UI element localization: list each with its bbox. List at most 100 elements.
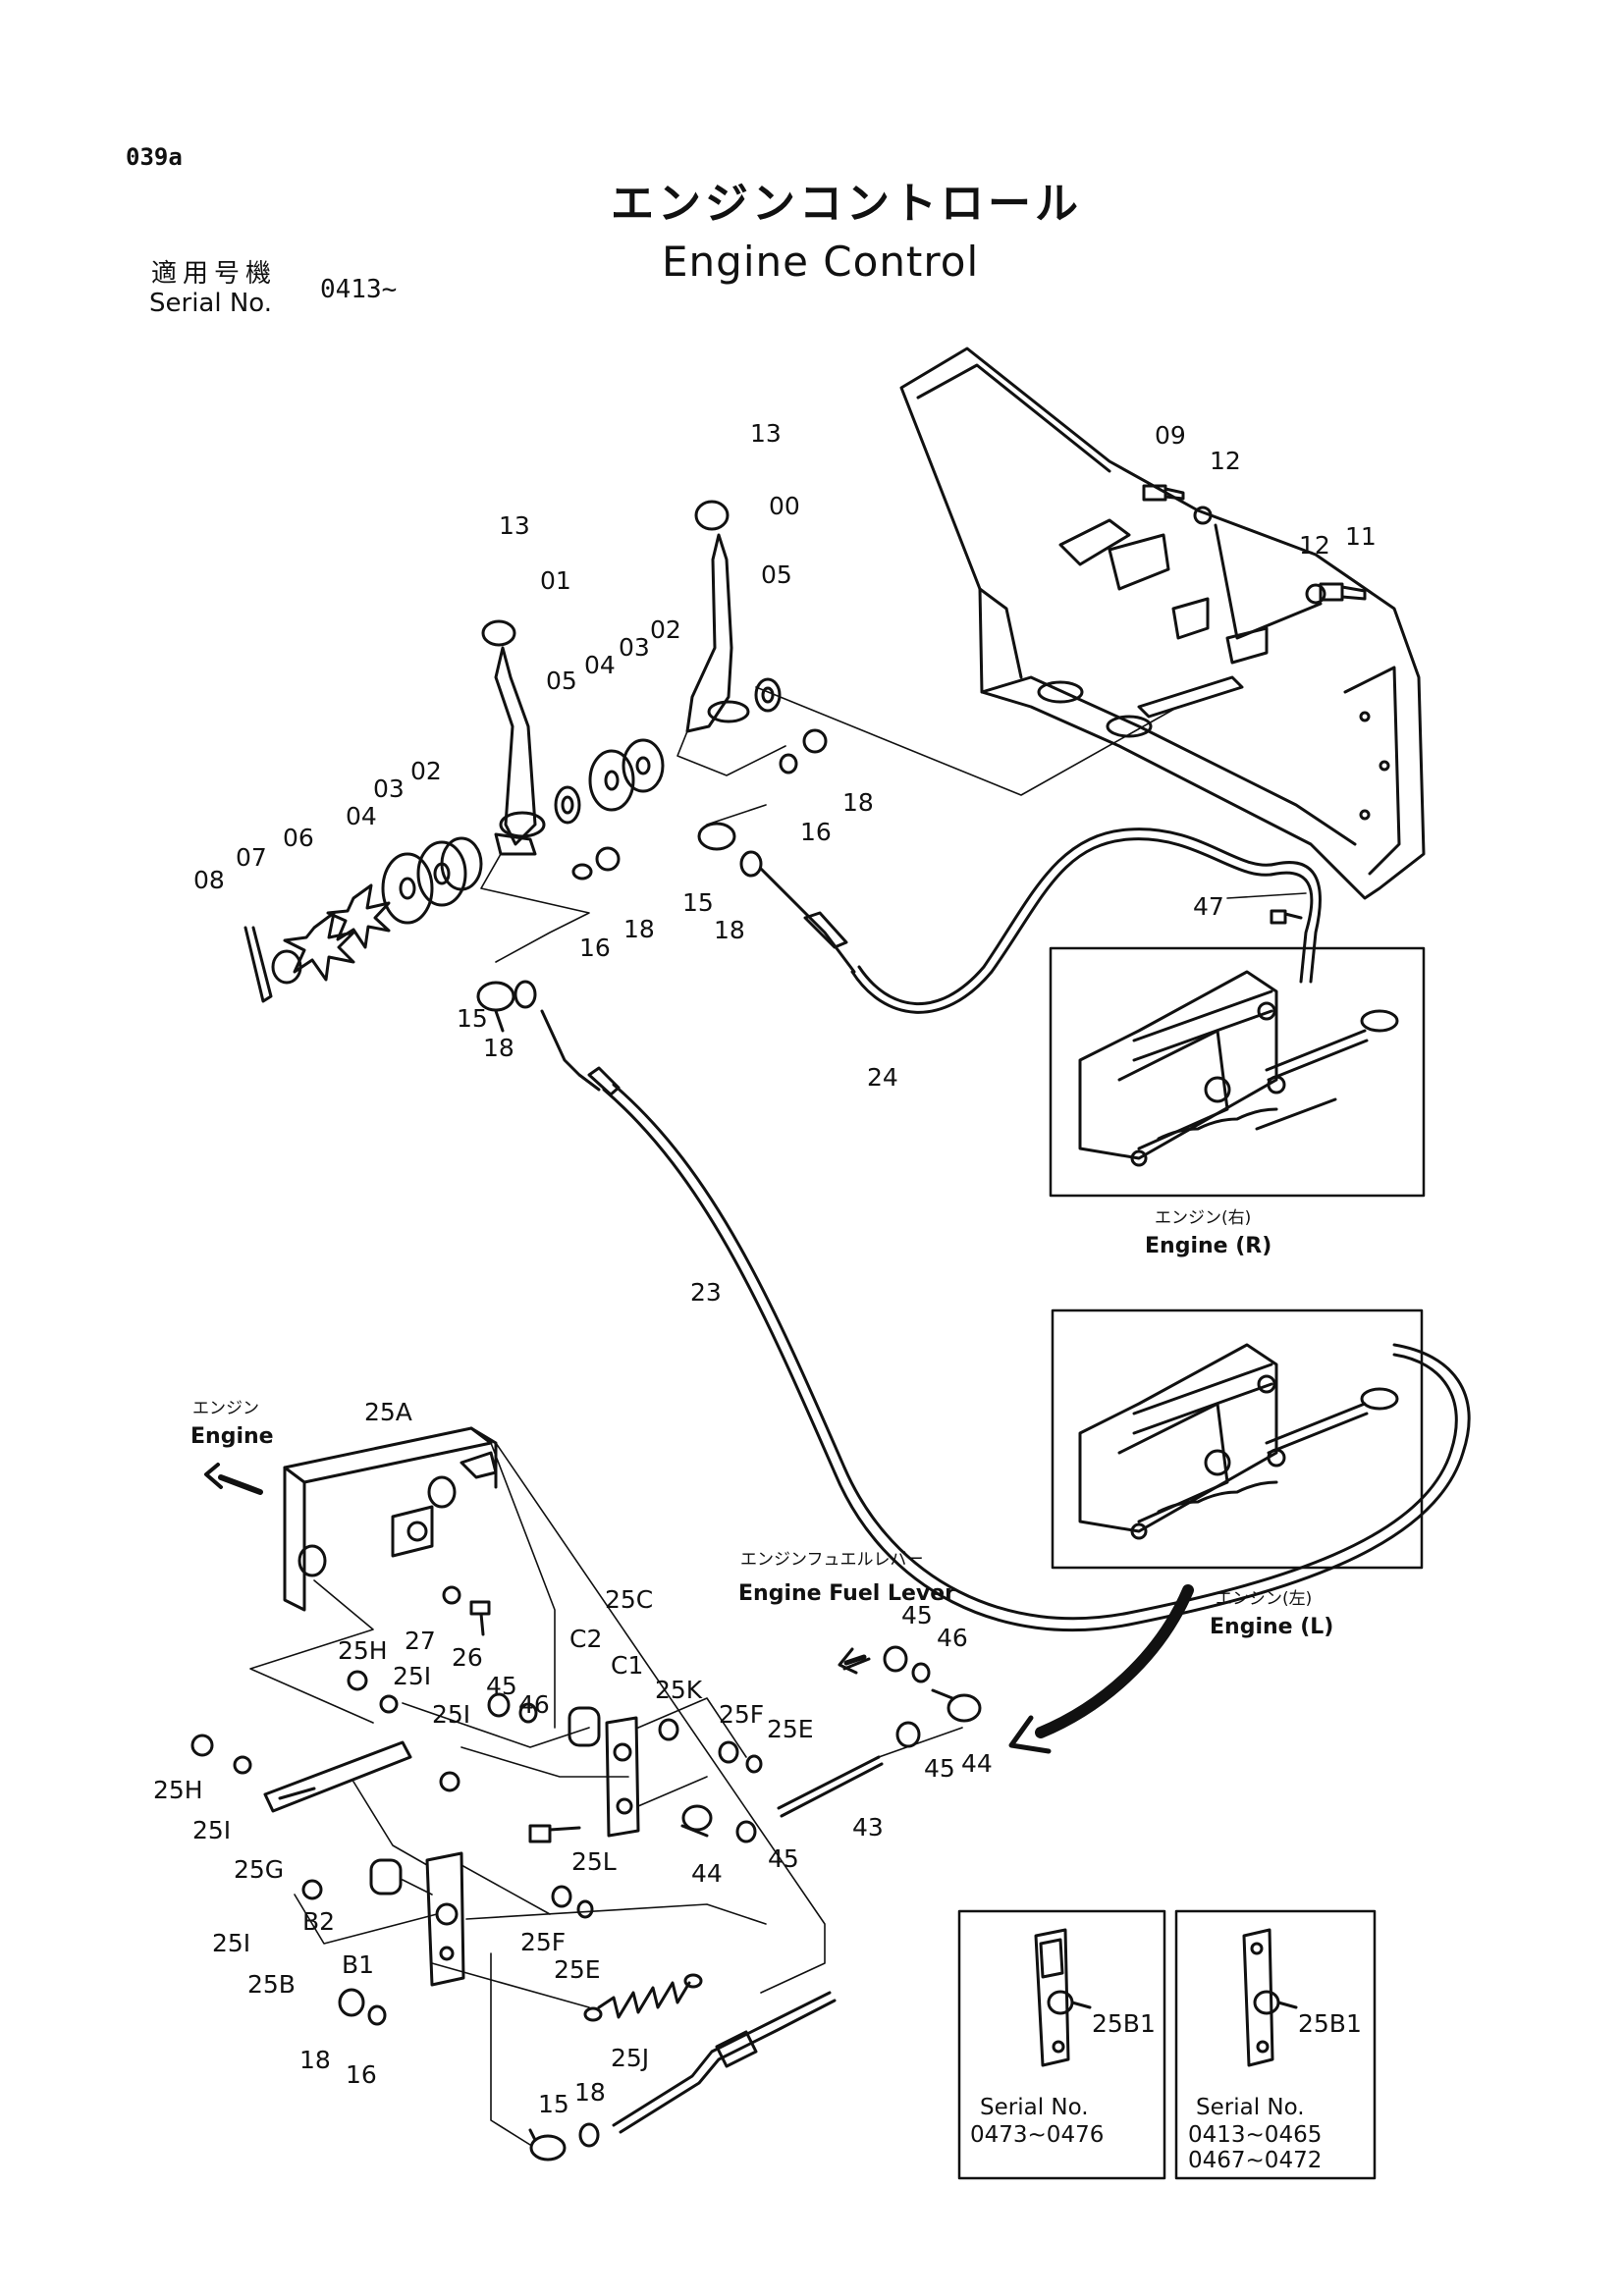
bushing-C2 (568, 1706, 601, 1747)
part-label: 45 (486, 1672, 517, 1700)
nut-18-left-b (595, 846, 621, 872)
part-label: 16 (346, 2060, 377, 2089)
lever-00 (685, 500, 750, 733)
part-label: 09 (1155, 421, 1186, 450)
part-label: 25B (247, 1970, 296, 1999)
inset-engine-r (1049, 946, 1426, 1198)
part-label: 25I (192, 1816, 231, 1844)
inset-engine-l (1051, 1308, 1424, 1570)
part-label: 25A (364, 1398, 412, 1426)
inset-b-serial-range-2: 0467~0472 (1188, 2148, 1322, 2173)
clip-25E-upper (745, 1754, 763, 1774)
nut-12a (1193, 506, 1213, 525)
part-label: 02 (410, 757, 442, 785)
part-label: 25E (767, 1715, 814, 1743)
inset-a-serial-label: Serial No. (980, 2095, 1089, 2120)
washer-05-mid (754, 677, 782, 713)
inset-b-serial-range-1: 0413~0465 (1188, 2122, 1322, 2148)
part-label: 23 (690, 1278, 722, 1307)
part-label: 45 (924, 1754, 955, 1783)
arrow-fuel-lever (838, 1647, 867, 1675)
serial-range: 0413~ (320, 275, 398, 304)
part-label: 18 (483, 1034, 514, 1062)
disc-03-left-upper (588, 749, 635, 812)
washer-25H (347, 1670, 368, 1691)
part-label: 13 (750, 419, 782, 448)
washer-25F-upper (718, 1740, 739, 1764)
part-label: 15 (682, 888, 714, 917)
bolt-09 (1142, 484, 1185, 502)
nut-18-lower (338, 1988, 365, 2017)
part-label: 26 (452, 1643, 483, 1672)
washer-46-right (911, 1662, 931, 1683)
inset-b-serial-label: Serial No. (1196, 2095, 1305, 2120)
nut-12b (1305, 583, 1326, 605)
washer-25I (379, 1694, 399, 1714)
part-label: 15 (538, 2090, 569, 2118)
plate-B1 (425, 1851, 465, 1987)
curved-arrow (1008, 1584, 1194, 1754)
nut-18-left (514, 980, 537, 1009)
part-label: 04 (584, 651, 616, 679)
part-label: 18 (299, 2046, 331, 2074)
cable-23 (540, 1009, 1471, 1632)
caption-engine-r-en: Engine (R) (1145, 1234, 1271, 1258)
nut-18-mid-b (739, 850, 763, 878)
part-label: 03 (619, 633, 650, 662)
part-label: 06 (283, 824, 314, 852)
part-label: 25G (234, 1855, 284, 1884)
caption-fuel-lever-en: Engine Fuel Lever (738, 1581, 955, 1606)
inset-a-part-label: 25B1 (1092, 2009, 1156, 2038)
caption-engine-l-en: Engine (L) (1210, 1615, 1333, 1639)
part-label: 25K (655, 1676, 703, 1704)
nut-18-mid (802, 728, 828, 754)
ball-joint-44-mid (680, 1804, 713, 1838)
caption-engine-l-jp: エンジン(左) (1216, 1589, 1312, 1609)
bolt-47 (1270, 909, 1303, 925)
washer-25I-mid (439, 1771, 460, 1792)
spring-washer-06 (283, 883, 391, 982)
part-label: 12 (1299, 531, 1330, 560)
inset-serial-b (1174, 1909, 1377, 2180)
spring-25J (583, 1973, 703, 2022)
part-label: 13 (499, 511, 530, 540)
ball-joint-44-right (931, 1688, 982, 1723)
part-label: 16 (579, 934, 611, 962)
nut-45-mid-lower (735, 1820, 757, 1843)
part-label: 47 (1193, 892, 1224, 921)
part-label: 18 (623, 915, 655, 943)
rod-43 (777, 1755, 884, 1818)
page-id: 039a (126, 143, 183, 171)
part-label: 46 (518, 1690, 550, 1719)
nut-07 (271, 949, 302, 985)
part-label: B1 (342, 1950, 374, 1979)
part-label: 02 (650, 615, 681, 644)
inset-a-serial-range: 0473~0476 (970, 2122, 1104, 2148)
washer-25I-left (233, 1755, 252, 1775)
cable-end-lower (612, 1991, 837, 2134)
part-label: 18 (842, 788, 874, 817)
part-label: 12 (1210, 447, 1241, 475)
inset-b-part-label: 25B1 (1298, 2009, 1362, 2038)
caption-engine-r-jp: エンジン(右) (1155, 1208, 1251, 1228)
leader-line (1214, 523, 1323, 640)
part-label: 15 (457, 1004, 488, 1033)
nut-45-right-upper (883, 1645, 908, 1673)
bolt-25L (528, 1824, 581, 1843)
disc-03-left-lower (381, 852, 434, 925)
inset-serial-a (957, 1909, 1166, 2180)
part-label: 00 (769, 492, 800, 520)
part-label: 03 (373, 774, 405, 803)
serial-label-japanese: 適用号機 (151, 259, 278, 289)
part-label: 04 (346, 802, 377, 830)
part-label: 11 (1345, 522, 1377, 551)
ball-joint-15-lower (528, 2128, 567, 2162)
ball-joint-15-mid (697, 822, 736, 851)
lever-C1 (605, 1716, 640, 1838)
washer-16-left (571, 863, 593, 881)
part-label: 16 (800, 818, 832, 846)
clip-25E-lower (576, 1899, 594, 1919)
part-label: 25C (605, 1585, 653, 1614)
nut-25K (658, 1718, 679, 1741)
caption-engine-en: Engine (190, 1424, 274, 1449)
